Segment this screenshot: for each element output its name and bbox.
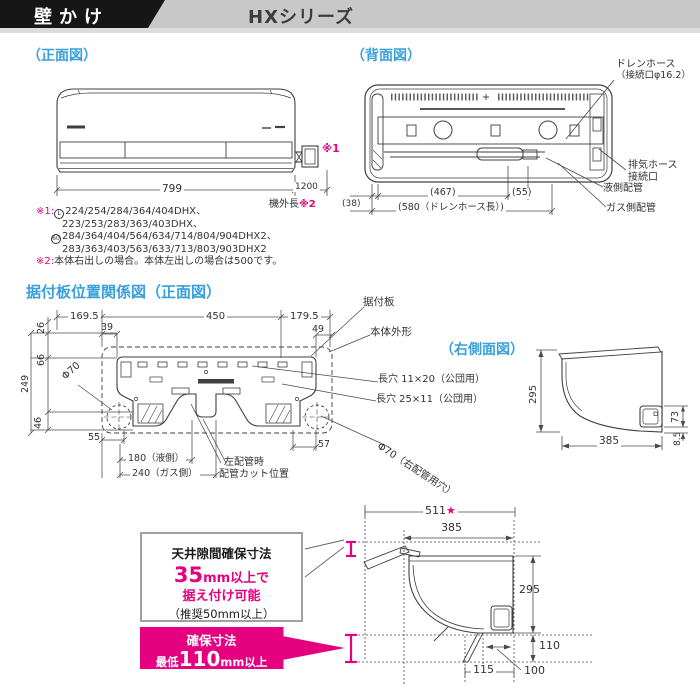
note1-line4: 283/363/403/563/633/713/803/903DHX2 [62, 243, 267, 255]
category-tab: 壁かけ [0, 0, 165, 28]
plate-dim-55: 55 [88, 432, 101, 443]
banner-inner: 確保寸法 最低110mm以上 [140, 627, 283, 671]
clearance-dim-110: 110 [539, 639, 560, 652]
clearance-dim-385: 385 [441, 521, 462, 534]
side-dim-box: 73 [670, 410, 681, 423]
plate-dim-169-5: 169.5 [68, 311, 101, 323]
front-view-title: （正面図） [27, 48, 97, 64]
note1-models-c: 284/364/404/564/634/714/804/904DHX2、 [62, 230, 277, 242]
callout-big-value: 35 [173, 563, 204, 587]
clearance-dimension-lines [346, 505, 592, 684]
callout-pointer-lines [304, 539, 345, 578]
side-view-title: （右側面図） [440, 342, 524, 358]
left-pipe-cut-label-2: 配管カット位置 [219, 469, 289, 480]
plate-dim-gas: 240（ガス側） [130, 468, 200, 480]
plate-drawing [101, 346, 333, 434]
callout-value-line: 35mm以上で [142, 563, 301, 587]
drain-hose-label: ドレンホース [616, 59, 676, 70]
plate-dim-450: 450 [204, 311, 228, 323]
banner-value-line: 最低110mm以上 [140, 647, 283, 671]
callout-recommend-line: （推奨50mm以上） [168, 607, 275, 621]
side-dim-depth: 385 [597, 435, 622, 448]
circled-symbol-2: 60 [51, 233, 61, 244]
back-dim-38: (38) [342, 199, 361, 209]
series-title: HXシリーズ [248, 7, 355, 28]
ref1-mark: ※1 [322, 143, 340, 155]
plate-label: 据付板 [363, 296, 395, 308]
callout-heading: 天井隙間確保寸法 [171, 546, 272, 561]
clearance-dim-295: 295 [519, 583, 540, 596]
note2-line: ※2:本体右出しの場合。本体左出しの場合は500です。 [36, 256, 282, 268]
left-pipe-cut-label-1: 左配管時 [224, 457, 264, 468]
side-dim-height: 295 [528, 384, 539, 404]
header-divider [0, 28, 700, 33]
banner-prefix: 最低 [155, 655, 179, 669]
category-title: 壁かけ [34, 7, 109, 28]
clearance-dim-115: 115 [471, 663, 496, 677]
front-ext-dim: 1200 [293, 182, 320, 193]
ref2-mark: ※2 [299, 199, 316, 210]
note1-models-a: 224/254/284/364/404DHX、 [65, 206, 207, 217]
note1-line2: 223/253/283/363/403DHX、 [62, 219, 203, 230]
clearance-dim-100: 100 [524, 664, 545, 677]
front-view-dimension-lines [53, 170, 331, 196]
plate-dim-249: 249 [20, 374, 31, 393]
plate-dim-66: 66 [36, 353, 47, 366]
ext-label-text: 機外長 [269, 199, 299, 210]
plate-diagram-title: 据付板位置関係図（正面図） [26, 283, 222, 301]
banner-heading: 確保寸法 [186, 633, 237, 648]
clearance-drawing [363, 545, 514, 663]
dimension-arrowheads [404, 350, 686, 662]
front-view-drawing [56, 88, 319, 173]
front-width-dim: 799 [160, 183, 185, 196]
side-view-drawing [558, 346, 663, 433]
ceiling-clearance-callout: 天井隙間確保寸法 35mm以上で 据え付け可能 （推奨50mm以上） [140, 532, 303, 622]
exhaust-port-label: 接続口 [628, 172, 658, 183]
back-view-drawing [364, 84, 613, 183]
exhaust-hose-label: 排気ホース [628, 160, 678, 171]
back-dim-580: (580（ドレンホース長）) [396, 202, 506, 214]
side-dim-gap: 8.5 [673, 431, 683, 446]
note2-text: 本体右出しの場合。本体左出しの場合は500です。 [54, 255, 283, 267]
back-view-title: （背面図） [351, 48, 421, 64]
back-dim-55: (55) [510, 187, 534, 199]
dim-511-value: 511 [425, 504, 446, 517]
callout-unit: mm以上で [203, 571, 270, 586]
slot-b-label: 長穴 25×11（公団用） [376, 394, 484, 405]
drain-port-label: （接続口φ16.2） [616, 70, 691, 81]
clearance-pink-markers [345, 540, 357, 664]
star-mark: ★ [446, 504, 456, 517]
plate-dim-39: 39 [101, 322, 114, 333]
gas-pipe-label: ガス側配管 [606, 203, 656, 214]
slot-a-label: 長穴 11×20（公団用） [378, 374, 486, 385]
banner-suffix: mm以上 [220, 655, 268, 669]
plate-dim-26: 26 [36, 321, 47, 334]
plate-dim-179-5: 179.5 [288, 311, 321, 323]
plate-dimension-lines [27, 306, 390, 479]
clearance-dim-511: 511★ [423, 504, 458, 518]
banner-big-value: 110 [178, 647, 221, 671]
body-outline-label: 本体外形 [370, 326, 412, 338]
callout-possible-line: 据え付け可能 [182, 589, 261, 604]
plate-dim-57: 57 [318, 439, 331, 450]
plate-dim-46: 46 [33, 416, 44, 429]
note1-label: ※1: [36, 206, 55, 217]
front-ext-label: 機外長※2 [269, 199, 316, 211]
plate-dim-49: 49 [312, 324, 325, 335]
plate-dim-liquid: 180（液側） [126, 453, 187, 465]
note2-label: ※2: [36, 255, 55, 267]
circled-symbol-1: L [54, 209, 65, 219]
back-dim-467: (467) [428, 187, 458, 199]
liquid-pipe-label: 液側配管 [603, 183, 643, 194]
